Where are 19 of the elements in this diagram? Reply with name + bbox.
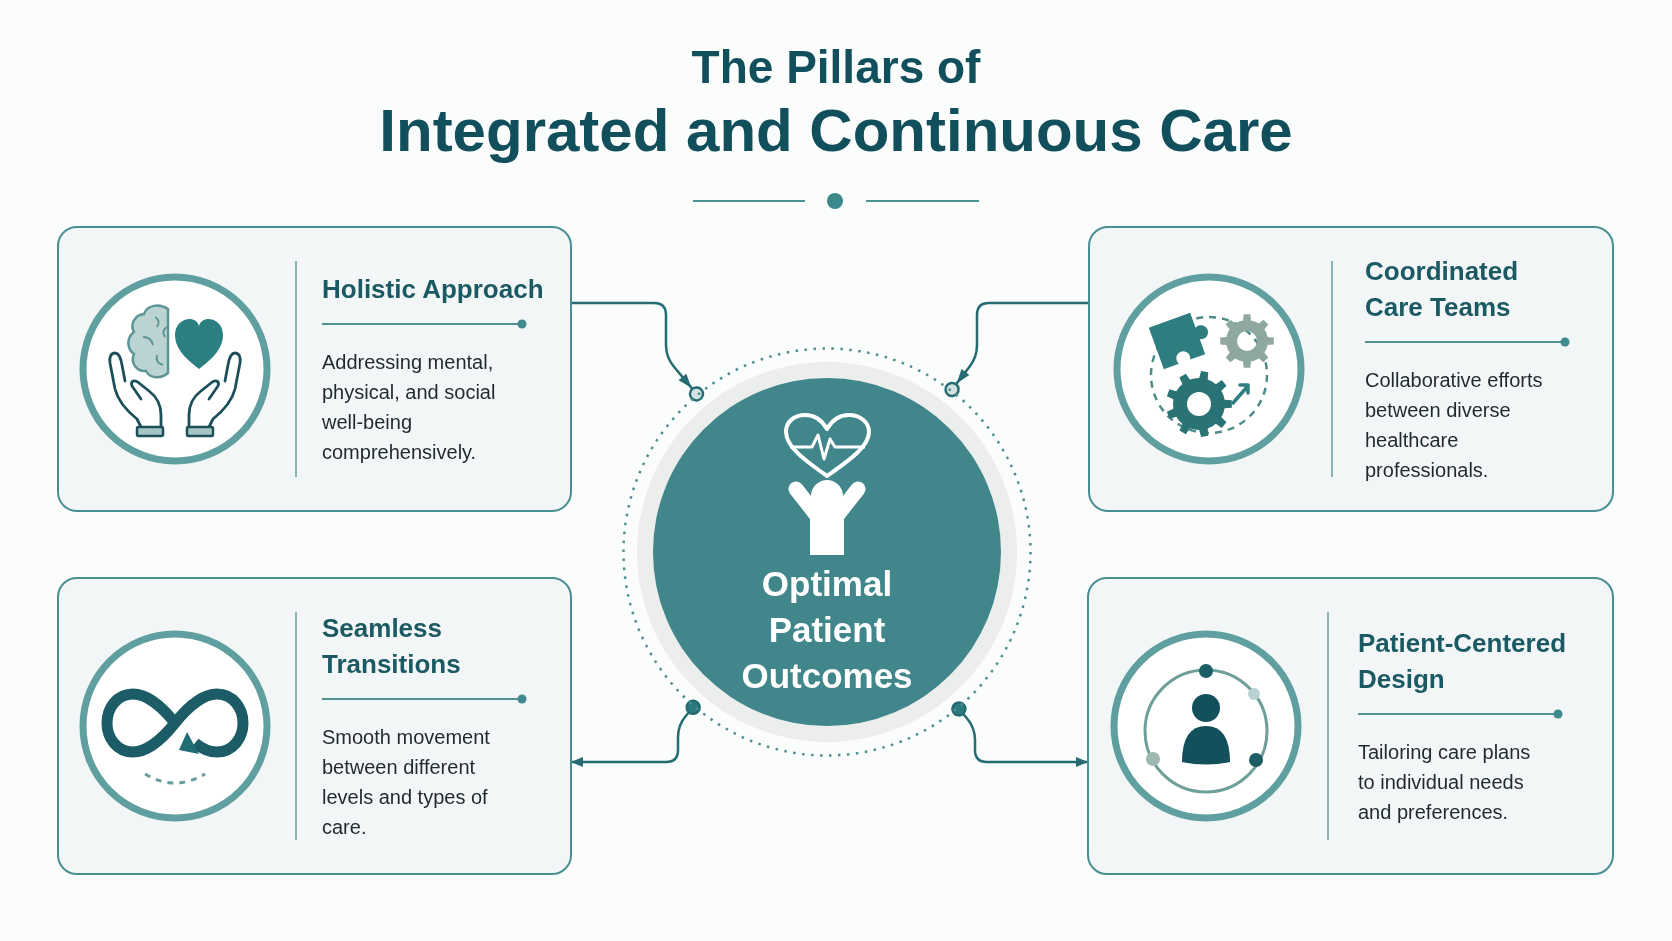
- card-description: Tailoring care plans to individual needs and preferences.: [1358, 740, 1532, 825]
- connector-arrow: [951, 701, 1088, 767]
- card-heading: Seamless Transitions: [322, 612, 462, 681]
- connector-arrow: [572, 301, 705, 402]
- card-description: Collaborative efforts between diverse healthcare professionals.: [1365, 368, 1544, 483]
- card-heading: Holistic Approach: [322, 273, 545, 306]
- card-description: Addressing mental, physical, and social well-being comprehensively.: [322, 350, 497, 465]
- card-heading: Patient-Centered Design: [1358, 627, 1568, 696]
- pillar-card: [1087, 577, 1614, 875]
- connector-arrow: [571, 699, 701, 767]
- title: The Pillars of Integrated and Continuous Care: [379, 40, 1293, 166]
- outcome-circle: [620, 345, 1034, 759]
- pillar-card: [57, 226, 572, 512]
- pillar-card: [57, 577, 572, 875]
- card-heading: Coordinated Care Teams: [1365, 255, 1520, 324]
- card-description: Smooth movement between different levels and types of care.: [322, 725, 491, 840]
- pillar-card: [1088, 226, 1614, 512]
- circle-label: Optimal Patient Outcomes: [740, 563, 914, 697]
- connector-arrow: [944, 301, 1088, 398]
